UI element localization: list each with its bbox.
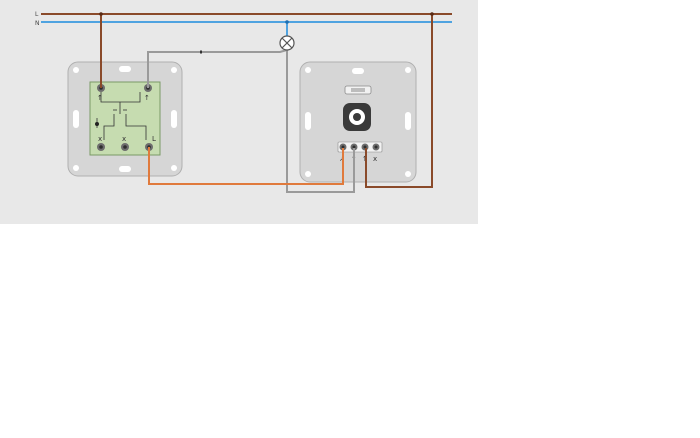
dimmer-terminal-symbol-1: ↗ — [339, 155, 345, 163]
switch-mechanism — [89, 81, 161, 156]
dimmer-terminal-2 — [350, 143, 358, 151]
lamp-wire-to-dimmer — [286, 50, 355, 193]
switch-terminal-symbol-2: x — [122, 135, 126, 143]
switch-internal-circuit — [96, 92, 147, 140]
neutral-rail-label: N — [35, 20, 40, 27]
dimmer-terminal-4 — [372, 143, 380, 151]
switch-terminal-b2 — [121, 143, 129, 151]
lamp-wire-from-switch — [147, 49, 288, 88]
arrow-up-icon: ↑ — [144, 94, 150, 102]
live-wire-to-dimmer — [365, 14, 433, 188]
dimmer-terminal-block — [337, 141, 383, 153]
junction-dot — [430, 12, 434, 16]
dimmer-terminal-symbol-3: ↑ — [362, 155, 368, 163]
dimmer-terminal-symbol-4: x — [373, 155, 377, 163]
switch-terminal-symbol-3: L — [152, 135, 156, 143]
lamp-icon — [279, 35, 295, 51]
live-rail-label: L — [35, 11, 39, 18]
junction-dot — [285, 20, 289, 24]
dimmer-knob-icon — [343, 103, 371, 131]
switched-wire — [148, 147, 344, 185]
arrow-up-icon: ↑ — [97, 94, 103, 102]
switch-terminal-b1 — [97, 143, 105, 151]
switch-terminal-symbol-1: x — [98, 135, 102, 143]
switch-indicator-dot — [95, 122, 99, 126]
dimmer-terminal-1 — [339, 143, 347, 151]
junction-dot — [99, 12, 103, 16]
